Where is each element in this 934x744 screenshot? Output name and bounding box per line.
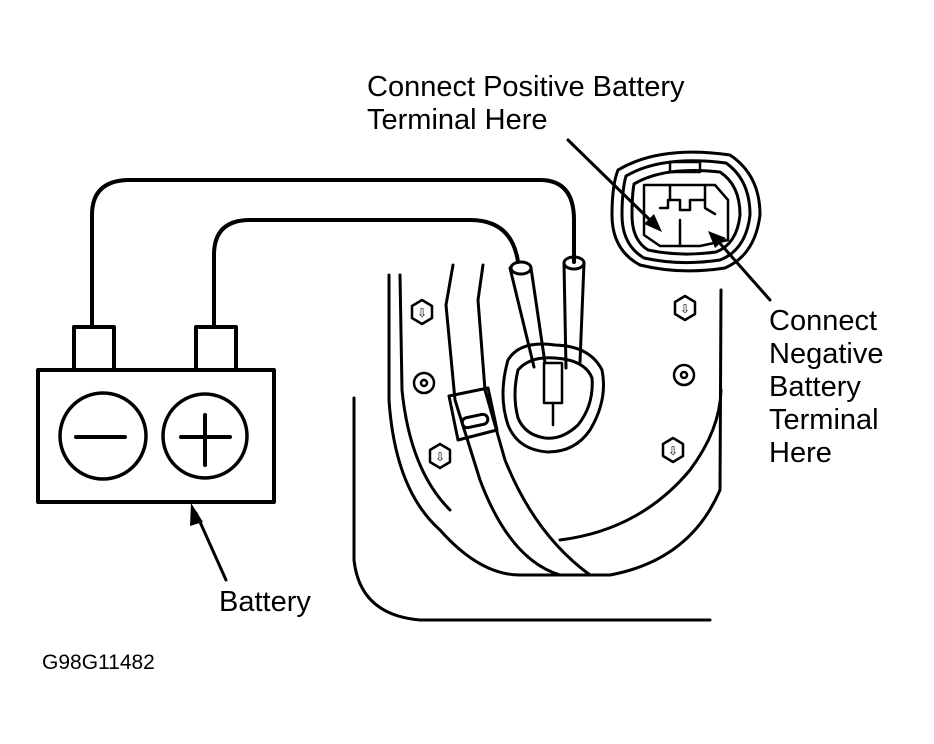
svg-text:⇩: ⇩	[417, 306, 427, 320]
positive-terminal-label-line1: Connect Positive Battery	[367, 71, 685, 103]
connector-face	[610, 150, 762, 273]
positive-terminal-label-line2: Terminal Here	[367, 104, 548, 136]
figure-id: G98G11482	[42, 651, 155, 674]
bolt-icon: ⇩	[661, 436, 685, 464]
negative-jumper-wire	[90, 178, 576, 329]
motor-housing	[352, 263, 723, 622]
washer-icon	[412, 371, 436, 395]
probe-right	[562, 255, 586, 370]
bolt-icon: ⇩	[673, 294, 697, 322]
negative-terminal-label-line5: Here	[769, 437, 832, 469]
bolt-icon: ⇩	[410, 298, 434, 326]
battery-label: Battery	[219, 586, 311, 618]
svg-text:⇩: ⇩	[435, 450, 445, 464]
negative-terminal-label-line4: Terminal	[769, 404, 879, 436]
negative-terminal-label-line1: Connect	[769, 305, 878, 337]
negative-terminal-label-line2: Negative	[769, 338, 884, 370]
negative-terminal-label-line3: Battery	[769, 371, 861, 403]
negative-terminal-circle	[58, 391, 148, 481]
harness-clip	[447, 386, 499, 442]
plus-icon	[179, 413, 232, 467]
positive-terminal-arrow	[566, 138, 662, 232]
battery	[36, 325, 276, 504]
housing-connector	[501, 342, 605, 454]
battery-body	[36, 368, 276, 504]
probe-left	[508, 260, 547, 369]
svg-text:⇩: ⇩	[668, 444, 678, 458]
negative-terminal-arrow	[708, 231, 772, 302]
positive-jumper-wire	[212, 218, 520, 329]
negative-post	[72, 325, 116, 372]
washer-icon	[672, 363, 696, 387]
svg-text:⇩: ⇩	[680, 302, 690, 316]
bolt-icon: ⇩	[428, 442, 452, 470]
positive-post	[194, 325, 238, 372]
battery-arrow	[190, 503, 228, 582]
positive-terminal-circle	[161, 392, 249, 480]
